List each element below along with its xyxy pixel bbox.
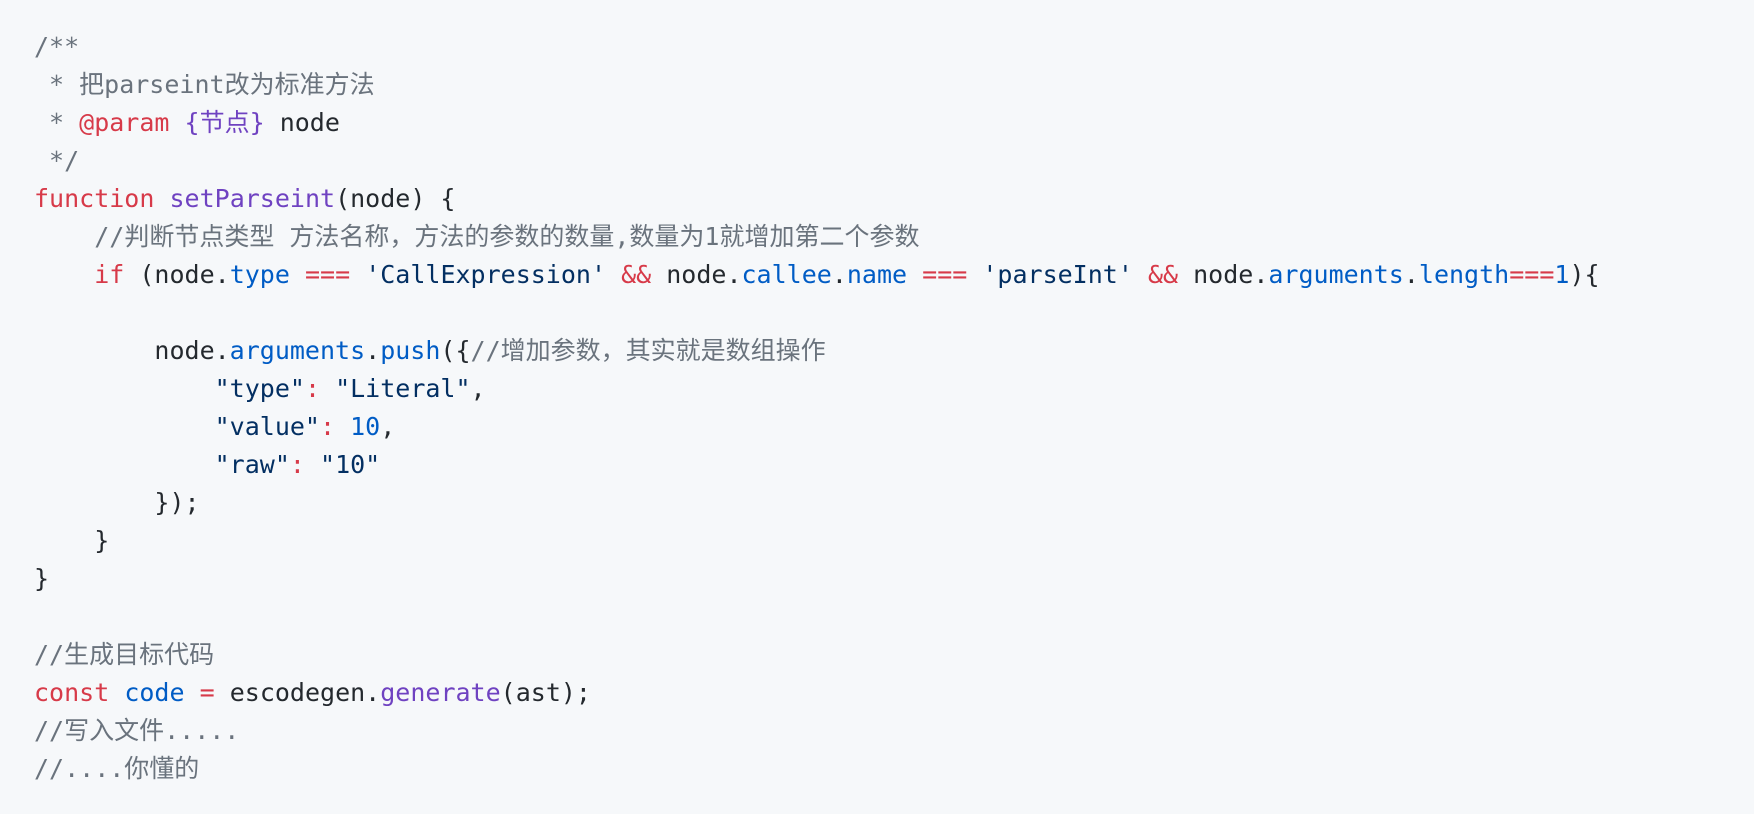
code-token-operator: : — [304, 374, 320, 403]
code-token-operator: === — [304, 260, 351, 289]
code-token-prop: arguments — [1268, 260, 1404, 289]
code-token-plain — [34, 374, 215, 403]
code-token-plain — [34, 450, 215, 479]
code-line: }); — [34, 484, 1754, 522]
code-token-comment: //....你懂的 — [34, 754, 200, 783]
code-line: "type": "Literal", — [34, 370, 1754, 408]
code-token-plain: node. — [651, 260, 742, 289]
code-token-plain: node — [264, 108, 340, 137]
code-line: * 把parseint改为标准方法 — [34, 66, 1754, 104]
code-token-operator: === — [922, 260, 968, 289]
code-token-comment: //生成目标代码 — [34, 640, 215, 669]
code-line: function setParseint(node) { — [34, 180, 1754, 218]
code-token-comment: */ — [34, 146, 80, 175]
code-token-prop: type — [229, 260, 290, 289]
code-token-plain — [185, 678, 200, 707]
code-token-plain — [290, 260, 305, 289]
code-token-plain: . — [365, 336, 381, 365]
code-token-func: setParseint — [169, 184, 336, 213]
code-token-operator: === — [1509, 260, 1555, 289]
code-token-operator: && — [1147, 260, 1179, 289]
code-token-keyword: function — [34, 184, 155, 213]
code-line: "value": 10, — [34, 408, 1754, 446]
code-token-plain — [320, 374, 335, 403]
code-token-prop: length — [1418, 260, 1510, 289]
code-token-plain — [305, 450, 320, 479]
code-token-prop: code — [124, 678, 185, 707]
code-token-plain: ){ — [1569, 260, 1600, 289]
code-token-plain — [34, 222, 94, 251]
code-token-plain: } — [34, 564, 50, 593]
code-token-plain: , — [470, 374, 486, 403]
code-token-plain — [1133, 260, 1148, 289]
code-token-comment: * 把parseint改为标准方法 — [34, 70, 375, 99]
code-token-plain: . — [831, 260, 847, 289]
code-line: //判断节点类型 方法名称，方法的参数的数量,数量为1就增加第二个参数 — [34, 218, 1754, 256]
code-token-plain — [335, 412, 350, 441]
code-token-operator: = — [199, 678, 215, 707]
code-token-plain: }); — [34, 488, 200, 517]
code-token-plain: ({ — [440, 336, 471, 365]
code-token-comment: //增加参数，其实就是数组操作 — [470, 336, 826, 365]
code-token-comment: /** — [34, 32, 80, 61]
code-token-keyword: if — [94, 260, 125, 289]
code-token-plain: (ast); — [500, 678, 591, 707]
code-line: node.arguments.push({//增加参数，其实就是数组操作 — [34, 332, 1754, 370]
code-token-func: generate — [380, 678, 501, 707]
code-token-prop: callee — [741, 260, 832, 289]
code-token-plain — [109, 678, 124, 707]
code-token-plain — [34, 260, 94, 289]
code-line: } — [34, 522, 1754, 560]
code-line: if (node.type === 'CallExpression' && no… — [34, 256, 1754, 294]
code-token-operator: && — [621, 260, 652, 289]
code-token-plain: , — [380, 412, 396, 441]
code-line: * @param {节点} node — [34, 104, 1754, 142]
code-token-number: 10 — [350, 412, 381, 441]
code-line: //生成目标代码 — [34, 636, 1754, 674]
code-line: //写入文件..... — [34, 712, 1754, 750]
code-token-plain — [907, 260, 922, 289]
code-line: } — [34, 560, 1754, 598]
code-token-prop: arguments — [229, 336, 366, 365]
code-token-string: "Literal" — [335, 374, 471, 403]
code-token-string: "10" — [320, 450, 381, 479]
code-line: */ — [34, 142, 1754, 180]
code-token-operator: : — [319, 412, 336, 441]
code-line: /** — [34, 28, 1754, 66]
code-line: //....你懂的 — [34, 750, 1754, 788]
code-token-keyword: const — [34, 678, 110, 707]
code-token-string: "value" — [214, 412, 320, 441]
code-token-plain — [154, 184, 169, 213]
code-token-type: {节点} — [184, 108, 265, 137]
code-token-plain: (node) { — [335, 184, 456, 213]
code-token-number: 1 — [1554, 260, 1570, 289]
code-token-plain — [967, 260, 982, 289]
code-token-keyword: @param — [79, 108, 170, 137]
code-token-string: 'CallExpression' — [365, 260, 607, 289]
code-token-prop: name — [846, 260, 908, 289]
code-token-string: "type" — [214, 374, 305, 403]
code-token-plain: node. — [34, 336, 230, 365]
code-line: const code = escodegen.generate(ast); — [34, 674, 1754, 712]
code-line — [34, 598, 1754, 636]
code-token-plain: escodegen. — [214, 678, 381, 707]
code-token-comment: //写入文件..... — [34, 716, 240, 745]
code-token-plain — [350, 260, 365, 289]
code-token-comment: * — [34, 108, 80, 137]
code-token-operator: : — [289, 450, 305, 479]
code-token-plain — [169, 108, 184, 137]
code-line: "raw": "10" — [34, 446, 1754, 484]
code-token-plain: } — [34, 526, 110, 555]
code-token-plain — [606, 260, 621, 289]
code-token-string: "raw" — [214, 450, 290, 479]
code-line — [34, 294, 1754, 332]
code-token-plain: (node. — [124, 260, 230, 289]
code-token-string: 'parseInt' — [982, 260, 1133, 289]
code-token-comment: //判断节点类型 方法名称，方法的参数的数量,数量为1就增加第二个参数 — [94, 222, 920, 251]
code-token-plain — [34, 412, 215, 441]
code-token-prop: push — [380, 336, 441, 365]
code-token-plain: . — [1403, 260, 1419, 289]
code-token-plain: node. — [1178, 260, 1269, 289]
